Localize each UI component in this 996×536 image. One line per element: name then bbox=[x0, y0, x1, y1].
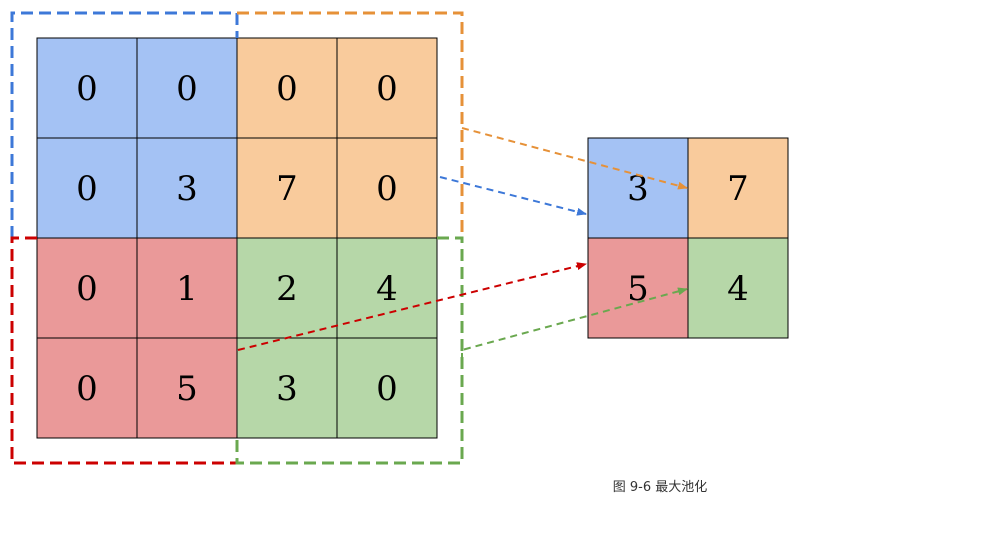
blue-window-outline bbox=[10, 11, 239, 238]
output-cell-1-1 bbox=[687, 237, 789, 339]
input-value-0-0: 0 bbox=[76, 69, 98, 109]
green-arrow bbox=[461, 287, 688, 360]
input-value-0-1: 0 bbox=[176, 69, 198, 109]
input-cell-0-0 bbox=[36, 37, 138, 139]
input-cell-1-1 bbox=[136, 137, 238, 239]
input-cell-0-2 bbox=[236, 37, 338, 139]
input-value-0-2: 0 bbox=[276, 69, 298, 109]
input-value-1-0: 0 bbox=[76, 169, 98, 209]
input-value-2-2: 2 bbox=[276, 269, 298, 309]
input-value-3-0: 0 bbox=[76, 369, 98, 409]
output-value-0-1: 7 bbox=[727, 169, 749, 209]
input-cell-0-3 bbox=[336, 37, 438, 139]
input-cell-2-3 bbox=[336, 237, 438, 339]
orange-arrow bbox=[461, 127, 688, 190]
input-cell-2-1 bbox=[136, 237, 238, 339]
input-value-2-1: 1 bbox=[176, 269, 198, 309]
pooling-windows bbox=[10, 11, 464, 465]
output-grid: 3 7 5 4 bbox=[587, 137, 789, 339]
input-value-2-3: 4 bbox=[376, 269, 398, 309]
input-cell-1-0 bbox=[36, 137, 138, 239]
input-value-3-1: 5 bbox=[176, 369, 198, 409]
input-cell-3-2 bbox=[236, 337, 338, 439]
pooling-arrows bbox=[237, 127, 688, 360]
blue-arrow bbox=[439, 176, 587, 216]
input-value-3-2: 3 bbox=[276, 369, 298, 409]
input-value-0-3: 0 bbox=[376, 69, 398, 109]
input-cell-0-1 bbox=[136, 37, 238, 139]
input-value-3-3: 0 bbox=[376, 369, 398, 409]
input-value-2-0: 0 bbox=[76, 269, 98, 309]
input-value-1-3: 0 bbox=[376, 169, 398, 209]
input-grid: 0 0 0 0 0 3 7 0 0 1 2 4 0 5 3 0 bbox=[36, 37, 438, 439]
input-cell-3-3 bbox=[336, 337, 438, 439]
output-cell-1-0 bbox=[587, 237, 689, 339]
input-value-1-2: 7 bbox=[276, 169, 298, 209]
red-window-outline bbox=[10, 236, 237, 465]
input-value-1-1: 3 bbox=[176, 169, 198, 209]
input-cell-1-3 bbox=[336, 137, 438, 239]
output-value-0-0: 3 bbox=[627, 169, 649, 209]
figure-caption: 图 9-6 最大池化 bbox=[612, 480, 708, 495]
orange-window-outline bbox=[237, 11, 464, 238]
output-cell-0-1 bbox=[687, 137, 789, 239]
input-cell-3-0 bbox=[36, 337, 138, 439]
input-cell-3-1 bbox=[136, 337, 238, 439]
output-value-1-1: 4 bbox=[727, 269, 749, 309]
output-value-1-0: 5 bbox=[627, 269, 649, 309]
